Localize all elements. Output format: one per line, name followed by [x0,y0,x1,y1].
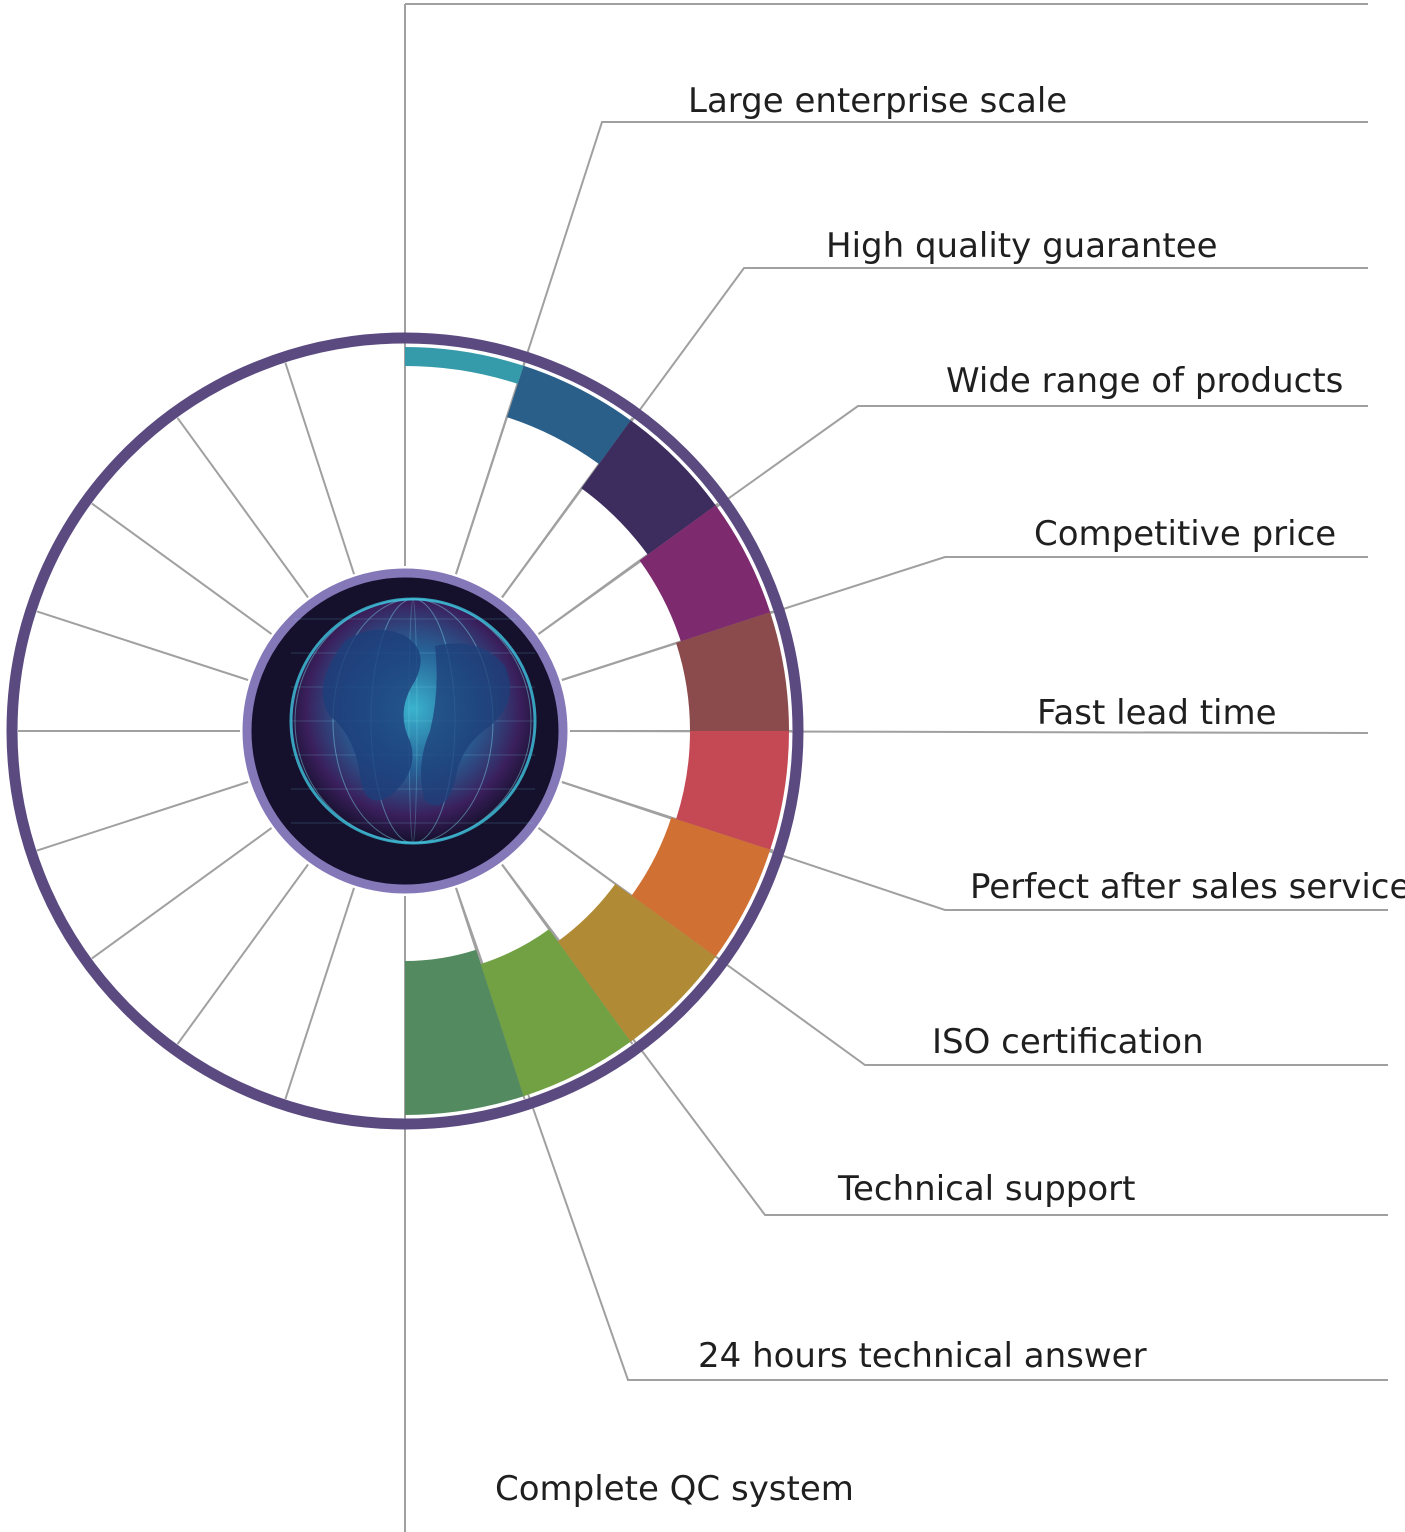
advantage-label: Perfect after sales service [970,867,1405,907]
leader-line [454,121,1368,577]
wheel-spoke [284,362,356,577]
outer-ring [6,332,804,1130]
wheel-segment [557,883,716,1042]
wheel-segment [581,420,716,555]
wheel-segment [506,365,631,465]
wheel-segment [631,817,771,957]
wheel-spoke [176,417,311,600]
advantage-label: Complete QC system [495,1469,854,1509]
wheel-segment [639,505,771,642]
wheel-spoke [36,610,251,682]
wheel-spoke [284,885,356,1100]
wheel-segment [405,347,524,384]
wheel-spoke [91,502,274,636]
advantage-label: ISO certification [932,1022,1204,1062]
wheel-segment [405,949,524,1115]
advantage-label: Fast lead time [1037,693,1277,733]
wheel-segment [676,731,789,850]
wheel-spoke [36,780,251,852]
wheel-spoke [454,362,526,577]
wheel-segments [405,347,789,1115]
advantage-label: High quality guarantee [826,226,1218,266]
advantage-label: Wide range of products [946,361,1343,401]
advantage-label: Technical support [837,1169,1135,1209]
advantage-label: Large enterprise scale [688,81,1067,121]
wheel-spoke [176,862,311,1045]
advantage-label: Competitive price [1034,514,1336,554]
advantage-label: 24 hours technical answer [698,1336,1147,1376]
wheel-segment [676,612,789,731]
globe-image [240,566,570,896]
wheel-segment [480,929,631,1097]
wheel-spoke [91,826,274,960]
